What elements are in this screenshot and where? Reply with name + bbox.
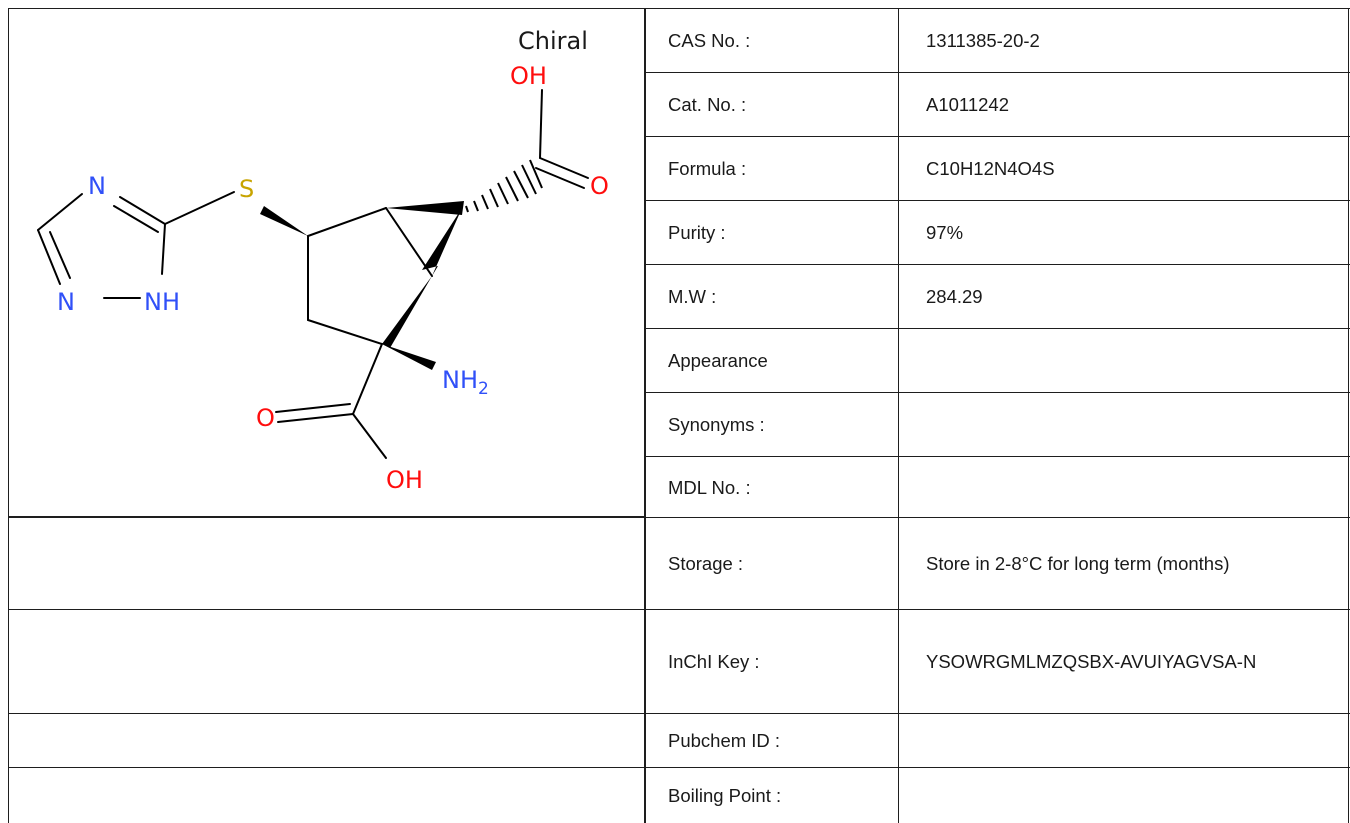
boiling-point-label: Boiling Point : — [668, 785, 782, 806]
row-divider — [644, 72, 1350, 73]
formula-label: Formula : — [668, 158, 747, 179]
table-right-border — [1348, 8, 1349, 823]
chiral-label: Chiral — [518, 27, 588, 55]
cas-number-label: CAS No. : — [668, 30, 751, 51]
molecular-weight-label: M.W : — [668, 286, 717, 307]
atom-oh-bottom: OH — [386, 466, 423, 494]
mdl-number-label: MDL No. : — [668, 476, 751, 498]
chemical-structure-diagram: Chiral OH O N S N NH NH2 O OH — [37, 27, 609, 494]
boiling-point-value — [926, 768, 1344, 823]
inchi-key-value: YSOWRGMLMZQSBX-AVUIYAGVSA-N — [926, 651, 1257, 672]
pubchem-id-value — [926, 714, 1344, 767]
cas-number-value: 1311385-20-2 — [926, 30, 1040, 51]
row-divider — [644, 200, 1350, 201]
storage-value: Store in 2-8°C for long term (months) — [926, 553, 1230, 574]
synonyms-value — [926, 393, 1344, 456]
purity-value: 97% — [926, 222, 964, 243]
column-divider-1 — [644, 8, 646, 823]
appearance-value — [926, 329, 1344, 392]
table-left-border — [8, 8, 9, 823]
structure-bottom-border — [8, 516, 645, 518]
row-divider — [644, 264, 1350, 265]
column-divider-2 — [898, 8, 899, 823]
storage-label: Storage : — [668, 553, 744, 574]
mdl-number-value — [926, 457, 1344, 517]
atom-o-bottom-carbonyl: O — [256, 404, 275, 432]
table-top-border — [8, 8, 1350, 9]
row-divider — [8, 767, 1350, 768]
atom-nh2: NH2 — [442, 366, 489, 399]
catalog-number-value: A1011242 — [926, 94, 1009, 115]
atom-n-ring-bottom: N — [57, 288, 75, 316]
atom-o-top-carbonyl: O — [590, 172, 609, 200]
row-divider — [644, 392, 1350, 393]
formula-value: C10H12N4O4S — [926, 158, 1055, 179]
atom-oh-top: OH — [510, 62, 547, 90]
row-divider — [644, 328, 1350, 329]
row-divider — [8, 609, 1350, 610]
atom-n-ring-top: N — [88, 172, 106, 200]
row-divider — [644, 517, 1350, 518]
atom-nh-ring: NH — [144, 288, 180, 316]
molecular-weight-value: 284.29 — [926, 286, 983, 307]
synonyms-label: Synonyms : — [668, 414, 765, 435]
catalog-number-label: Cat. No. : — [668, 94, 747, 115]
atom-sulfur: S — [239, 175, 254, 203]
appearance-label: Appearance — [668, 350, 768, 371]
pubchem-id-label: Pubchem ID : — [668, 730, 781, 751]
inchi-key-label: InChI Key : — [668, 651, 760, 672]
row-divider — [644, 456, 1350, 457]
purity-label: Purity : — [668, 222, 726, 243]
row-divider — [8, 713, 1350, 714]
row-divider — [644, 136, 1350, 137]
